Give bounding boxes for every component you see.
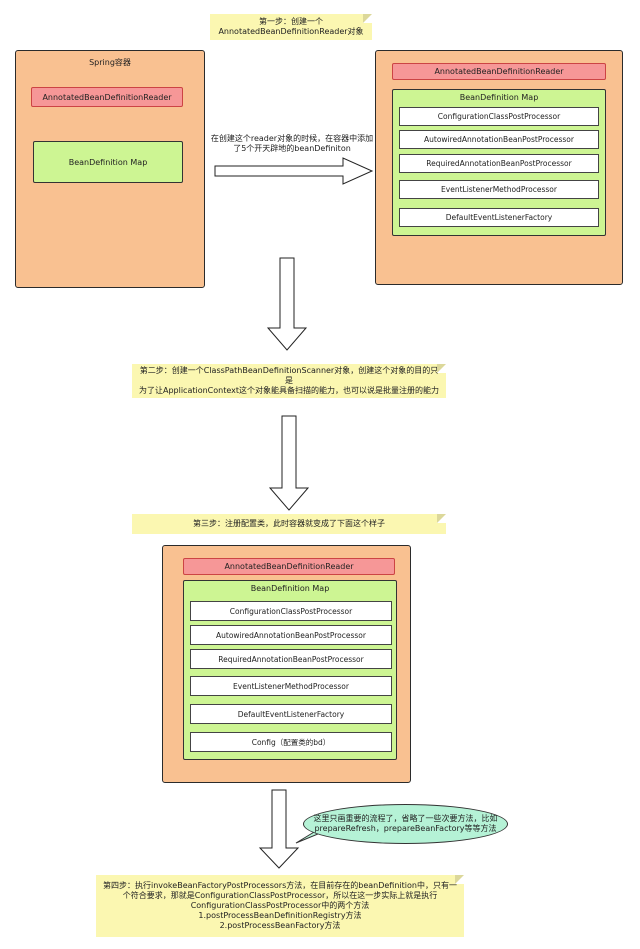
map-entry-configuration-class-post-processor: ConfigurationClassPostProcessor: [190, 601, 392, 621]
step2-note: 第二步：创建一个ClassPathBeanDefinitionScanner对象…: [132, 364, 446, 398]
map-entry-autowired-annotation-bean-post-processor: AutowiredAnnotationBeanPostProcessor: [190, 625, 392, 645]
map-entry-required-annotation-bean-post-processor: RequiredAnnotationBeanPostProcessor: [399, 154, 599, 173]
down-arrow-icon: [266, 257, 308, 351]
step4-note-line: 1.postProcessBeanDefinitionRegistry方法: [198, 911, 362, 920]
spring-container-title: Spring容器: [89, 58, 131, 67]
arrow-caption-line: 了5个开天辟地的beanDefiniton: [233, 144, 351, 153]
speech-bubble-line: 这里只画重要的流程了，省略了一些次要方法，比如: [313, 814, 498, 823]
map-entry-default-event-listener-factory: DefaultEventListenerFactory: [399, 208, 599, 227]
beandefinition-map-title: BeanDefinition Map: [250, 584, 330, 593]
spring-container-after-reader: AnnotatedBeanDefinitionReader BeanDefini…: [375, 50, 623, 285]
step4-note-line: 2.postProcessBeanFactory方法: [219, 921, 341, 930]
step3-note: 第三步：注册配置类，此时容器就变成了下面这个样子: [132, 514, 446, 534]
map-entry-event-listener-method-processor: EventListenerMethodProcessor: [399, 180, 599, 199]
down-arrow-icon: [268, 415, 310, 511]
step4-note-line: 第四步：执行invokeBeanFactoryPostProcessors方法，…: [103, 881, 457, 890]
spring-container-after-config: AnnotatedBeanDefinitionReader BeanDefini…: [162, 545, 411, 783]
note-fold-icon: [363, 14, 372, 23]
map-entry-autowired-annotation-bean-post-processor: AutowiredAnnotationBeanPostProcessor: [399, 130, 599, 149]
step4-note-line: 个符合要求，那就是ConfigurationClassPostProcessor…: [122, 891, 438, 900]
arrow-caption: 在创建这个reader对象的时候，在容器中添加 了5个开天辟地的beanDefi…: [207, 134, 377, 154]
map-entry-configuration-class-post-processor: ConfigurationClassPostProcessor: [399, 107, 599, 126]
step2-note-line: 第二步：创建一个ClassPathBeanDefinitionScanner对象…: [139, 366, 439, 385]
beandefinition-map: BeanDefinition Map ConfigurationClassPos…: [183, 580, 397, 760]
beandefinition-map-title: BeanDefinition Map: [459, 93, 539, 102]
reader-box: AnnotatedBeanDefinitionReader: [392, 63, 606, 80]
note-fold-icon: [437, 514, 446, 523]
step1-note-line: 第一步：创建一个: [259, 17, 323, 26]
reader-box: AnnotatedBeanDefinitionReader: [183, 558, 395, 575]
map-entry-config-bd: Config（配置类的bd）: [190, 732, 392, 752]
down-arrow-icon: [258, 789, 300, 869]
note-fold-icon: [455, 875, 464, 884]
step2-note-line: 为了让ApplicationContext这个对象能具备扫描的能力，也可以说是批…: [138, 386, 440, 395]
arrow-caption-line: 在创建这个reader对象的时候，在容器中添加: [210, 134, 374, 143]
speech-bubble-line: prepareRefresh，prepareBeanFactory等等方法: [314, 824, 497, 833]
right-arrow-icon: [214, 157, 374, 185]
step4-note: 第四步：执行invokeBeanFactoryPostProcessors方法，…: [96, 875, 464, 937]
beandefinition-map-label: BeanDefinition Map: [68, 157, 148, 167]
map-entry-event-listener-method-processor: EventListenerMethodProcessor: [190, 676, 392, 696]
beandefinition-map: BeanDefinition Map: [33, 141, 183, 183]
speech-bubble: 这里只画重要的流程了，省略了一些次要方法，比如 prepareRefresh，p…: [303, 804, 508, 844]
step1-note-line: AnnotatedBeanDefinitionReader对象: [218, 27, 364, 36]
reader-box: AnnotatedBeanDefinitionReader: [31, 87, 183, 107]
beandefinition-map: BeanDefinition Map ConfigurationClassPos…: [392, 89, 606, 236]
step4-note-line: ConfigurationClassPostProcessor中的两个方法: [190, 901, 370, 910]
step1-note: 第一步：创建一个 AnnotatedBeanDefinitionReader对象: [210, 14, 372, 40]
spring-container-initial: Spring容器 AnnotatedBeanDefinitionReader B…: [15, 50, 205, 288]
map-entry-default-event-listener-factory: DefaultEventListenerFactory: [190, 704, 392, 724]
step3-note-line: 第三步：注册配置类，此时容器就变成了下面这个样子: [193, 519, 385, 528]
map-entry-required-annotation-bean-post-processor: RequiredAnnotationBeanPostProcessor: [190, 649, 392, 669]
note-fold-icon: [437, 364, 446, 373]
